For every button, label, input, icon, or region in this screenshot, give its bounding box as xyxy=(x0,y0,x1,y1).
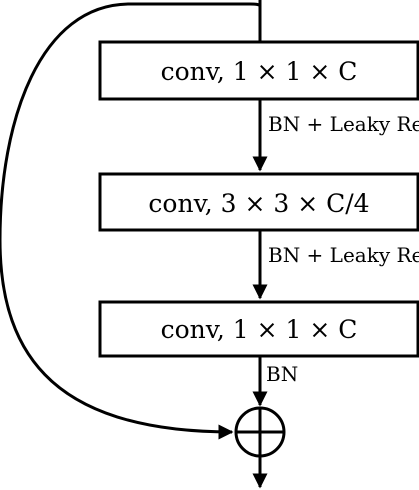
edge-label-2: BN + Leaky ReLU xyxy=(268,243,419,267)
conv-block-1-label: conv, 1 × 1 × C xyxy=(161,57,358,86)
edge-label-1: BN + Leaky ReLU xyxy=(268,112,419,136)
conv-block-1 xyxy=(98,40,419,101)
conv-block-3 xyxy=(98,300,419,358)
skip-connection-arrow xyxy=(0,2,262,440)
conv-block-2-label: conv, 3 × 3 × C/4 xyxy=(148,189,369,218)
conv-block-2 xyxy=(98,172,419,232)
conv-block-3-label: conv, 1 × 1 × C xyxy=(161,315,358,344)
edge-label-3: BN xyxy=(266,362,298,386)
add-node-icon xyxy=(234,406,286,458)
